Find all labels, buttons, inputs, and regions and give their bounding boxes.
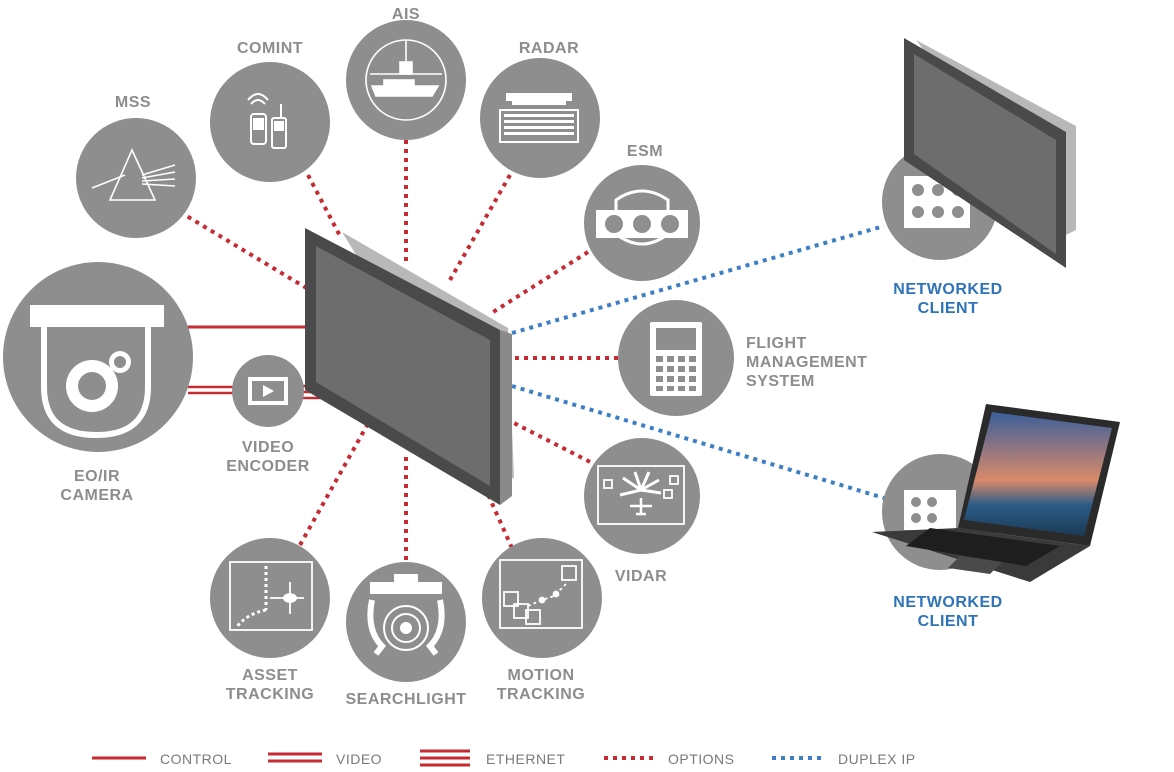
label-client1-line2: CLIENT	[918, 300, 979, 317]
link-comint	[306, 174, 342, 237]
node-video-encoder: VIDEO ENCODER	[226, 355, 310, 475]
ship-icon	[365, 39, 447, 121]
node-fms: FLIGHT MANAGEMENT SYSTEM	[618, 300, 867, 416]
label-fms-line1: FLIGHT	[746, 335, 807, 352]
legend-item-video: VIDEO	[268, 751, 382, 767]
label-asset-line1: ASSET	[242, 667, 298, 684]
helicopter-icon	[229, 561, 313, 631]
client-1: NETWORKED CLIENT	[882, 38, 1076, 317]
label-searchlight: SEARCHLIGHT	[345, 691, 466, 708]
label-eoir-line2: CAMERA	[60, 487, 133, 504]
link-motion	[484, 489, 514, 549]
legend-item-ethernet: ETHERNET	[420, 749, 565, 767]
node-mss: MSS	[76, 94, 196, 238]
label-comint: COMINT	[237, 40, 303, 57]
label-asset-line2: TRACKING	[226, 686, 314, 703]
label-ais: AIS	[392, 6, 420, 23]
link-vidar	[511, 420, 599, 468]
dome-camera-icon	[30, 305, 164, 439]
keypad-icon	[650, 322, 702, 396]
node-vidar: VIDAR	[584, 438, 700, 585]
vidar-icon	[597, 465, 685, 525]
link-asset	[298, 419, 372, 546]
label-client2-line2: CLIENT	[918, 613, 979, 630]
legend-label-ethernet: ETHERNET	[486, 751, 565, 767]
radar-icon	[499, 93, 579, 143]
node-eoir: EO/IR CAMERA	[3, 262, 193, 504]
label-motion-line1: MOTION	[508, 667, 575, 684]
radios-icon	[247, 93, 287, 149]
legend-item-control: CONTROL	[92, 751, 232, 767]
link-client-1	[511, 224, 885, 335]
legend: CONTROL VIDEO ETHERNET OPTIONS DUPLEX IP	[92, 749, 916, 767]
label-client1-line1: NETWORKED	[893, 281, 1002, 298]
node-searchlight: SEARCHLIGHT	[345, 562, 466, 708]
prism-icon	[91, 148, 176, 201]
laptop-icon	[872, 404, 1120, 582]
client-2: NETWORKED CLIENT	[872, 404, 1120, 630]
label-vidar: VIDAR	[615, 568, 667, 585]
central-display	[305, 228, 514, 505]
label-encoder-line1: VIDEO	[242, 439, 294, 456]
legend-item-duplex-ip: DUPLEX IP	[772, 751, 916, 767]
label-client2-line1: NETWORKED	[893, 594, 1002, 611]
node-comint: COMINT	[210, 40, 330, 182]
legend-label-control: CONTROL	[160, 751, 232, 767]
node-motion-tracking: MOTION TRACKING	[482, 538, 602, 703]
legend-item-options: OPTIONS	[604, 751, 735, 767]
legend-label-duplex-ip: DUPLEX IP	[838, 751, 916, 767]
link-eoir-video	[188, 385, 238, 395]
link-radar	[448, 174, 512, 281]
esm-icon	[596, 189, 688, 246]
label-fms-line2: MANAGEMENT	[746, 354, 867, 371]
link-client-2	[511, 384, 885, 500]
label-mss: MSS	[115, 94, 151, 111]
motion-track-icon	[499, 559, 583, 629]
label-fms-line3: SYSTEM	[746, 373, 815, 390]
legend-label-options: OPTIONS	[668, 751, 735, 767]
label-eoir-line1: EO/IR	[74, 468, 120, 485]
node-ais: AIS	[346, 6, 466, 140]
rugged-display-icon	[904, 38, 1076, 268]
label-esm: ESM	[627, 143, 663, 160]
node-radar: RADAR	[480, 40, 600, 178]
link-esm	[488, 250, 590, 316]
label-motion-line2: TRACKING	[497, 686, 585, 703]
film-icon	[248, 377, 288, 405]
legend-label-video: VIDEO	[336, 751, 382, 767]
searchlight-icon	[367, 574, 445, 656]
link-mss	[178, 210, 320, 297]
connector-panel-icon	[904, 490, 956, 530]
node-esm: ESM	[584, 143, 700, 281]
label-encoder-line2: ENCODER	[226, 458, 310, 475]
connections	[178, 140, 885, 560]
node-asset-tracking: ASSET TRACKING	[210, 538, 330, 703]
label-radar: RADAR	[519, 40, 579, 57]
